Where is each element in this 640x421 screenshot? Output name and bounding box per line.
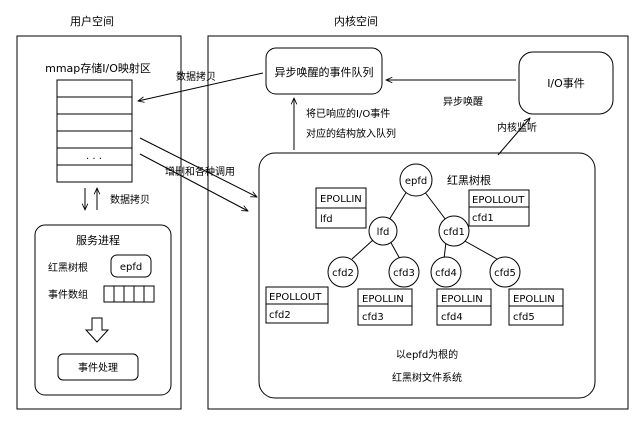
kernel-space-box <box>207 35 629 410</box>
node-cfd4-label: cfd4 <box>435 268 457 279</box>
event-handle-box <box>57 353 139 381</box>
event-array-cells <box>103 285 155 303</box>
table-cfd4-fd: cfd4 <box>441 312 463 323</box>
svc-rbroot-label: 红黑树根 <box>48 261 88 274</box>
table-cfd3-event: EPOLLIN <box>362 294 404 305</box>
node-cfd5 <box>489 256 521 288</box>
node-epfd-label: epfd <box>405 176 427 187</box>
kernel-watch-label: 内核监听 <box>497 121 537 134</box>
node-cfd2 <box>327 256 359 288</box>
rbtree-region <box>258 152 596 399</box>
table-cfd3 <box>357 288 413 326</box>
table-cfd2 <box>265 286 329 324</box>
kernel-space-title: 内核空间 <box>334 14 378 28</box>
service-process-title: 服务进程 <box>76 234 120 247</box>
copy-left-label: 数据拷贝 <box>110 193 150 206</box>
node-cfd1 <box>438 215 470 247</box>
mmap-dots: · · · <box>86 154 102 165</box>
table-cfd2-fd: cfd2 <box>269 310 291 321</box>
table-cfd5 <box>508 288 564 326</box>
copy-top-arrow <box>138 72 264 101</box>
node-cfd4 <box>430 256 462 288</box>
node-cfd3-label: cfd3 <box>393 268 415 279</box>
table-cfd5-event: EPOLLIN <box>513 294 555 305</box>
user-space-title: 用户空间 <box>70 14 114 28</box>
table-cfd1-fd: cfd1 <box>472 213 494 224</box>
ctl-arrow-2 <box>139 153 248 211</box>
rbtree-title: 红黑树根 <box>447 173 491 187</box>
table-cfd1 <box>468 189 530 227</box>
table-lfd <box>315 187 367 229</box>
ctl-calls-label: 增删和各种调用 <box>165 165 235 178</box>
node-lfd <box>368 216 398 246</box>
caption-line1: 以epfd为根的 <box>396 348 458 361</box>
node-cfd5-label: cfd5 <box>494 268 516 279</box>
queue-text-line1: 将已响应的I/O事件 <box>306 107 390 120</box>
table-cfd3-fd: cfd3 <box>362 312 384 323</box>
copy-top-label: 数据拷贝 <box>176 70 216 83</box>
table-cfd4-event: EPOLLIN <box>441 294 483 305</box>
node-epfd <box>399 163 433 197</box>
queue-text-line2: 对应的结构放入队列 <box>306 127 396 140</box>
event-handle-label: 事件处理 <box>78 361 118 374</box>
node-cfd1-label: cfd1 <box>443 227 465 238</box>
node-cfd2-label: cfd2 <box>332 268 354 279</box>
async-wake-label: 异步唤醒 <box>443 95 483 108</box>
io-event-box <box>518 51 614 115</box>
tree-edges <box>351 190 498 260</box>
async-queue-label: 异步唤醒的事件队列 <box>275 65 374 79</box>
caption-line2: 红黑树文件系统 <box>392 371 462 384</box>
down-hollow-arrow <box>84 317 110 343</box>
table-cfd5-fd: cfd5 <box>513 312 535 323</box>
table-cfd1-event: EPOLLOUT <box>472 195 525 206</box>
mmap-region-label: mmap存储I/O映射区 <box>45 61 151 75</box>
ctl-arrow-1 <box>139 137 257 197</box>
service-process-box <box>34 224 172 396</box>
table-lfd-fd: lfd <box>320 214 333 225</box>
svc-epfd-label: epfd <box>120 262 142 273</box>
mmap-region-stack <box>56 79 133 183</box>
svc-epfd-box <box>110 254 152 278</box>
node-lfd-label: lfd <box>377 227 390 238</box>
table-cfd2-event: EPOLLOUT <box>269 292 322 303</box>
user-space-box <box>16 35 182 410</box>
event-array-label: 事件数组 <box>48 288 88 301</box>
io-event-label: I/O事件 <box>547 77 585 90</box>
async-queue-box <box>265 47 383 95</box>
table-cfd4 <box>436 288 492 326</box>
kernel-watch-arrow <box>497 118 530 156</box>
table-lfd-event: EPOLLIN <box>320 194 362 205</box>
node-cfd3 <box>388 256 420 288</box>
